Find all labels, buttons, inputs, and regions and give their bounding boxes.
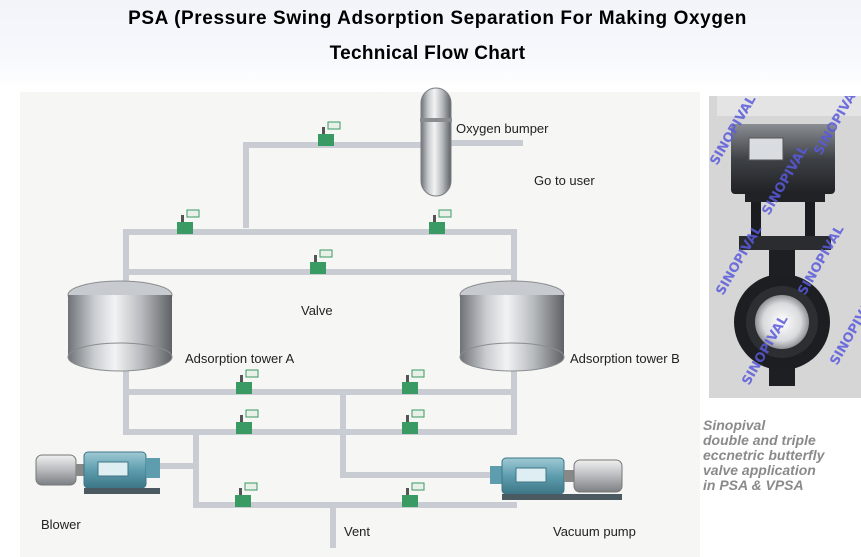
vacuum-pump-icon xyxy=(490,457,623,500)
vacuum-pump-label: Vacuum pump xyxy=(553,524,636,539)
caption-line: valve application xyxy=(703,462,816,478)
vent-label: Vent xyxy=(344,524,371,539)
valve-icon xyxy=(402,482,425,507)
oxygen-bumper-tank-icon xyxy=(420,87,452,197)
tower-b-label: Adsorption tower B xyxy=(570,351,680,366)
page-subtitle: Technical Flow Chart xyxy=(329,43,526,64)
blower-icon xyxy=(35,451,160,494)
oxygen-bumper-label: Oxygen bumper xyxy=(456,121,549,136)
tower-a-tank-icon xyxy=(67,280,173,372)
butterfly-valve-icon: SINOPIVAL SINOPIVAL SINOPIVAL SINOPIVAL … xyxy=(709,96,861,398)
title-band xyxy=(0,0,861,92)
valve-icon xyxy=(236,369,259,394)
valve-icon xyxy=(429,209,452,234)
caption-line: double and triple xyxy=(703,432,816,448)
valve-icon xyxy=(318,121,341,146)
tower-b-tank-icon xyxy=(459,280,565,372)
valve-icon xyxy=(236,409,259,434)
valve-icon xyxy=(235,482,258,507)
caption-line: eccnetric butterfly xyxy=(703,447,825,463)
valve-icon xyxy=(177,209,200,234)
valve-icon xyxy=(310,249,333,274)
caption-line: Sinopival xyxy=(703,417,766,433)
valve-icon xyxy=(402,369,425,394)
page-title: PSA (Pressure Swing Adsorption Separatio… xyxy=(128,8,747,29)
blower-label: Blower xyxy=(41,517,81,532)
go-to-user-label: Go to user xyxy=(534,173,595,188)
valve-label: Valve xyxy=(301,303,333,318)
butterfly-valve-photo: SINOPIVAL SINOPIVAL SINOPIVAL SINOPIVAL … xyxy=(709,96,861,398)
caption-line: in PSA & VPSA xyxy=(703,477,804,493)
valve-icon xyxy=(402,409,425,434)
product-caption: Sinopival double and triple eccnetric bu… xyxy=(703,418,861,493)
tower-a-label: Adsorption tower A xyxy=(185,351,295,366)
